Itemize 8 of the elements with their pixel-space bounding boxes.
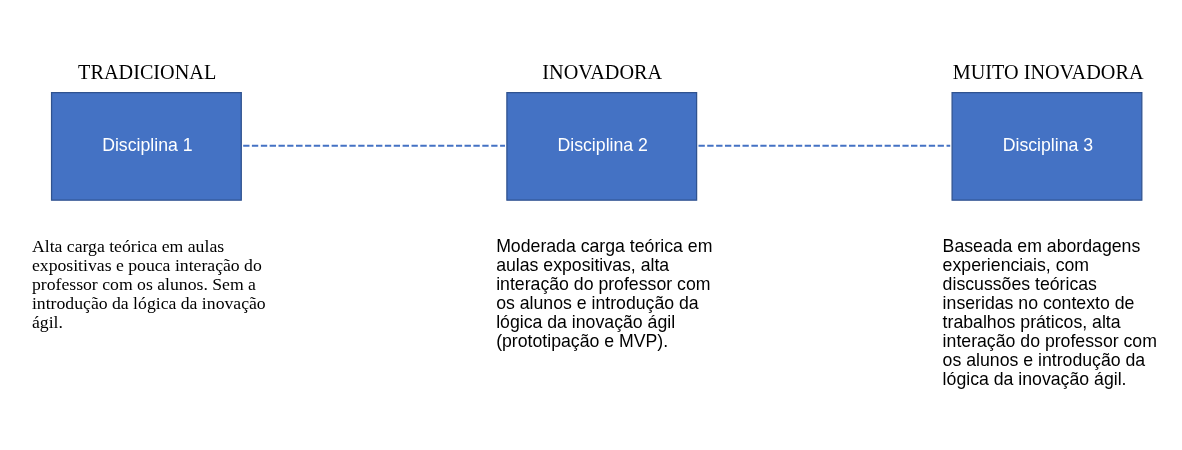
node-label: MUITO INOVADORA [952, 60, 1144, 83]
node-label: TRADICIONAL [78, 60, 217, 83]
node-label: Alta carga teórica em aulas expositivas e pouca interação do professor com os alunos. Sem a introdução da lógica da inovação ágil. [31, 235, 266, 332]
connector [697, 144, 952, 147]
connector [242, 144, 506, 147]
node-label: Baseada em abordagens experienciais, com discussões teóricas inseridas no contexto de trabalhos práticos, alta interação do professor com os alunos e introdução da lógica da inovação ágil. [942, 235, 1157, 389]
node-label: INOVADORA [542, 60, 663, 83]
node-label: Moderada carga teórica em aulas expositivas, alta interação do professor com os alunos e introdução da lógica da inovação ágil (prototipação e MVP). [496, 235, 713, 351]
